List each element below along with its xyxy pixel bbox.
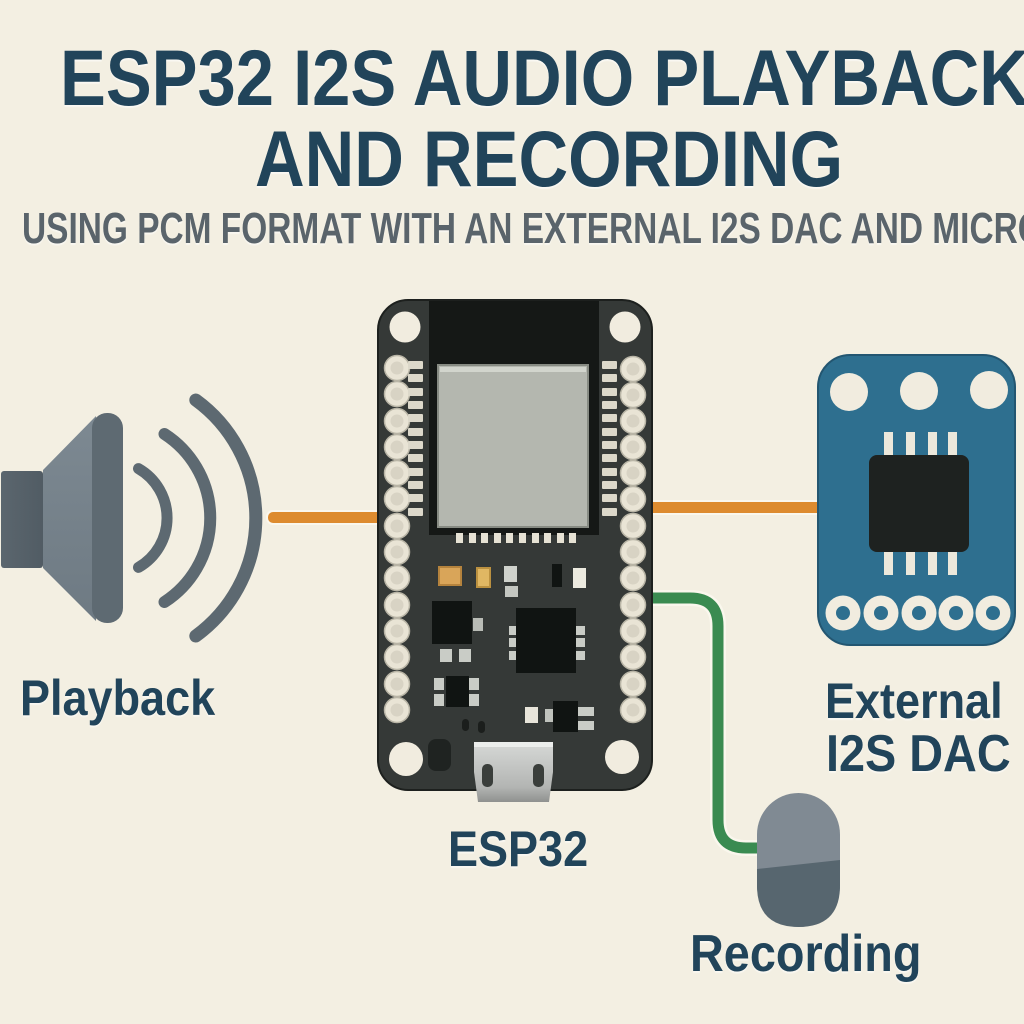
dac-header-pads (825, 595, 1011, 631)
dac-mounting-holes (830, 371, 1008, 411)
sound-waves-icon (133, 393, 263, 643)
boot-button-slot (428, 739, 451, 771)
esp32-metal-shield (437, 364, 589, 528)
dac-module (817, 354, 1016, 646)
mic-capsule-bottom (757, 860, 840, 927)
wire-esp32-to-mic (650, 590, 760, 856)
title-line-1: ESP32 I2S AUDIO PLAYBACK (60, 33, 1024, 122)
subtitle: USING PCM FORMAT WITH AN EXTERNAL I2S DA… (22, 204, 1024, 253)
speaker-driver-box (1, 471, 43, 568)
esp32-dev-board (377, 299, 653, 802)
dac-label-line1: External (825, 673, 1003, 729)
capacitor-2 (476, 567, 491, 588)
playback-label: Playback (20, 670, 216, 726)
speaker-cone (43, 416, 96, 621)
esp32-label: ESP32 (448, 821, 589, 877)
title-line-2: AND RECORDING (255, 114, 844, 203)
smd-components (428, 564, 594, 771)
dac-chip (869, 432, 969, 575)
regulator (525, 701, 594, 732)
dac-label-line2: I2S DAC (826, 725, 1011, 783)
ic-small (434, 676, 479, 707)
ic-main (509, 608, 585, 673)
shield-highlight (440, 367, 586, 372)
microphone-icon (757, 793, 840, 927)
wire-playback-to-esp32 (266, 510, 384, 525)
capacitor-1 (438, 566, 462, 586)
ic-flash (432, 601, 472, 644)
recording-label: Recording (690, 925, 922, 983)
micro-usb-connector (474, 742, 553, 802)
mounting-holes (389, 311, 641, 776)
speaker-rim (92, 413, 123, 623)
module-solder-pads (456, 533, 576, 543)
wire-esp32-to-dac (646, 500, 824, 515)
speaker-icon (1, 413, 123, 623)
